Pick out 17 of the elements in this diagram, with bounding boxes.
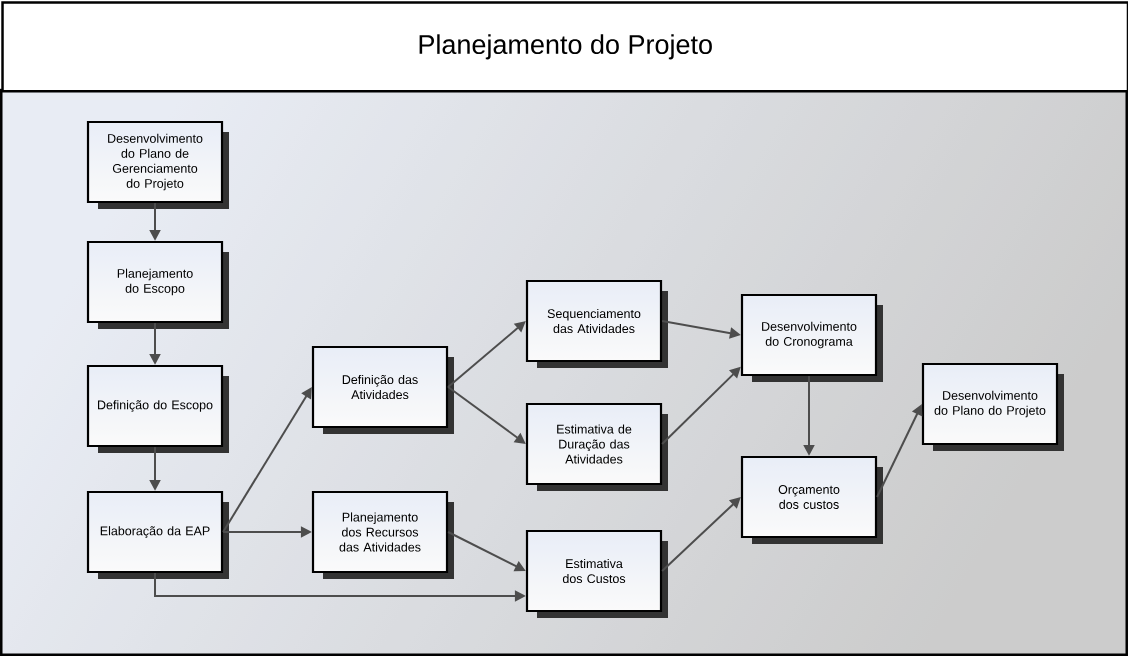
process-box: Planejamento do Escopo (86, 240, 229, 329)
arrow (447, 321, 526, 388)
title-band: Planejamento do Projeto (1, 1, 1128, 93)
process-box: Estimativa dos Custos (525, 529, 668, 618)
process-box: Definição das Atividades (311, 345, 454, 434)
process-box: Definição do Escopo (86, 364, 229, 453)
process-box: Desenvolvimento do Plano do Projeto (921, 362, 1064, 451)
arrow (222, 387, 312, 533)
process-box: Estimativa de Duração das Atividades (525, 402, 668, 491)
arrow (661, 497, 741, 572)
arrow (447, 386, 526, 444)
process-box: Orçamento dos custos (740, 455, 883, 544)
process-box: Desenvolvimento do Cronograma (740, 293, 883, 382)
process-box: Elaboração da EAP (86, 490, 229, 579)
process-box: Desenvolvimento do Plano de Gerenciamento do Projeto (86, 120, 229, 209)
process-box: Sequenciamento das Atividades (525, 279, 668, 368)
process-box: Planejamento dos Recursos das Atividades (311, 490, 454, 579)
